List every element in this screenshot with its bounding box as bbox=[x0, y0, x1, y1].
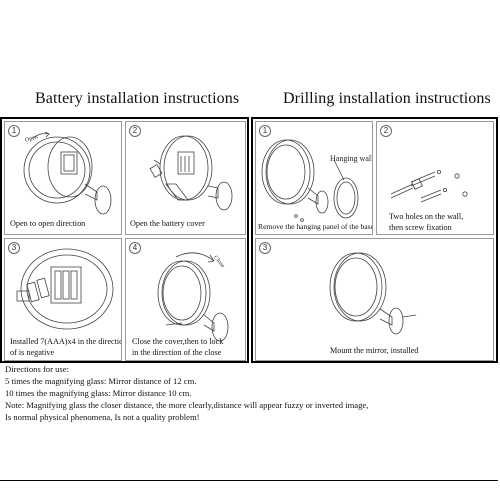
step-number: 2 bbox=[380, 125, 392, 137]
step-number: 3 bbox=[8, 242, 20, 254]
step-caption: Open the battery cover bbox=[130, 219, 205, 228]
drilling-step-1: 1 Hanging wall Remove the hanging panel … bbox=[255, 121, 373, 235]
drilling-step-2: 2 Two holes on the wall, then screw fixa… bbox=[376, 121, 494, 235]
step-caption-line: of is negative bbox=[10, 348, 55, 357]
battery-heading: Battery installation instructions bbox=[35, 90, 240, 107]
step-caption-line: Close the cover,then to lock bbox=[132, 337, 224, 346]
step-number: 1 bbox=[259, 125, 271, 137]
battery-step-1: 1 Open Open to open direction bbox=[4, 121, 122, 235]
step-number: 4 bbox=[129, 242, 141, 254]
step-number: 1 bbox=[8, 125, 20, 137]
drilling-heading: Drilling installation instructions bbox=[283, 90, 491, 107]
battery-cover-illustration bbox=[149, 135, 233, 211]
step-number: 3 bbox=[259, 242, 271, 254]
battery-frame: 1 Open Open to open direction 2 bbox=[0, 117, 249, 363]
battery-step-3: 3 Installed 7(AAA)x4 in the direction of… bbox=[4, 238, 122, 361]
directions-note: Is normal physical phenomena, Is not a q… bbox=[5, 412, 200, 422]
step-caption: Remove the hanging panel of the base bbox=[258, 222, 373, 231]
step-caption: Mount the mirror, installed bbox=[330, 346, 419, 355]
mirror-illustration bbox=[157, 252, 229, 342]
instruction-sheet bbox=[0, 117, 498, 481]
battery-step-4: 4 Close Close the cover,then to lock in … bbox=[125, 238, 246, 361]
battery-illustration bbox=[16, 248, 114, 330]
step-caption: Open to open direction bbox=[10, 219, 86, 228]
mirror-illustration bbox=[23, 131, 112, 215]
mirror-illustration bbox=[329, 252, 417, 335]
directions-title: Directions for use: bbox=[5, 364, 69, 374]
screw-illustration bbox=[390, 170, 468, 203]
directions-line: 5 times the magnifying glass: Mirror dis… bbox=[5, 376, 197, 386]
drilling-frame: 1 Hanging wall Remove the hanging panel … bbox=[251, 117, 498, 363]
step-caption-line: then screw fixation bbox=[389, 223, 452, 232]
directions-note: Note: Magnifying glass the closer distan… bbox=[5, 400, 369, 410]
wall-plate-illustration bbox=[261, 139, 359, 222]
step-number: 2 bbox=[129, 125, 141, 137]
step-caption-line: in the direction of the close bbox=[132, 348, 222, 357]
directions-line: 10 times the magnifying glass: Mirror di… bbox=[5, 388, 192, 398]
step-caption-line: Two holes on the wall, bbox=[389, 212, 464, 221]
hanging-wall-label: Hanging wall bbox=[330, 154, 373, 163]
step-caption-line: Installed 7(AAA)x4 in the direction bbox=[10, 337, 122, 346]
drilling-step-3: 3 Mount the mirror, installed bbox=[255, 238, 494, 361]
battery-step-2: 2 Open the battery cover bbox=[125, 121, 246, 235]
